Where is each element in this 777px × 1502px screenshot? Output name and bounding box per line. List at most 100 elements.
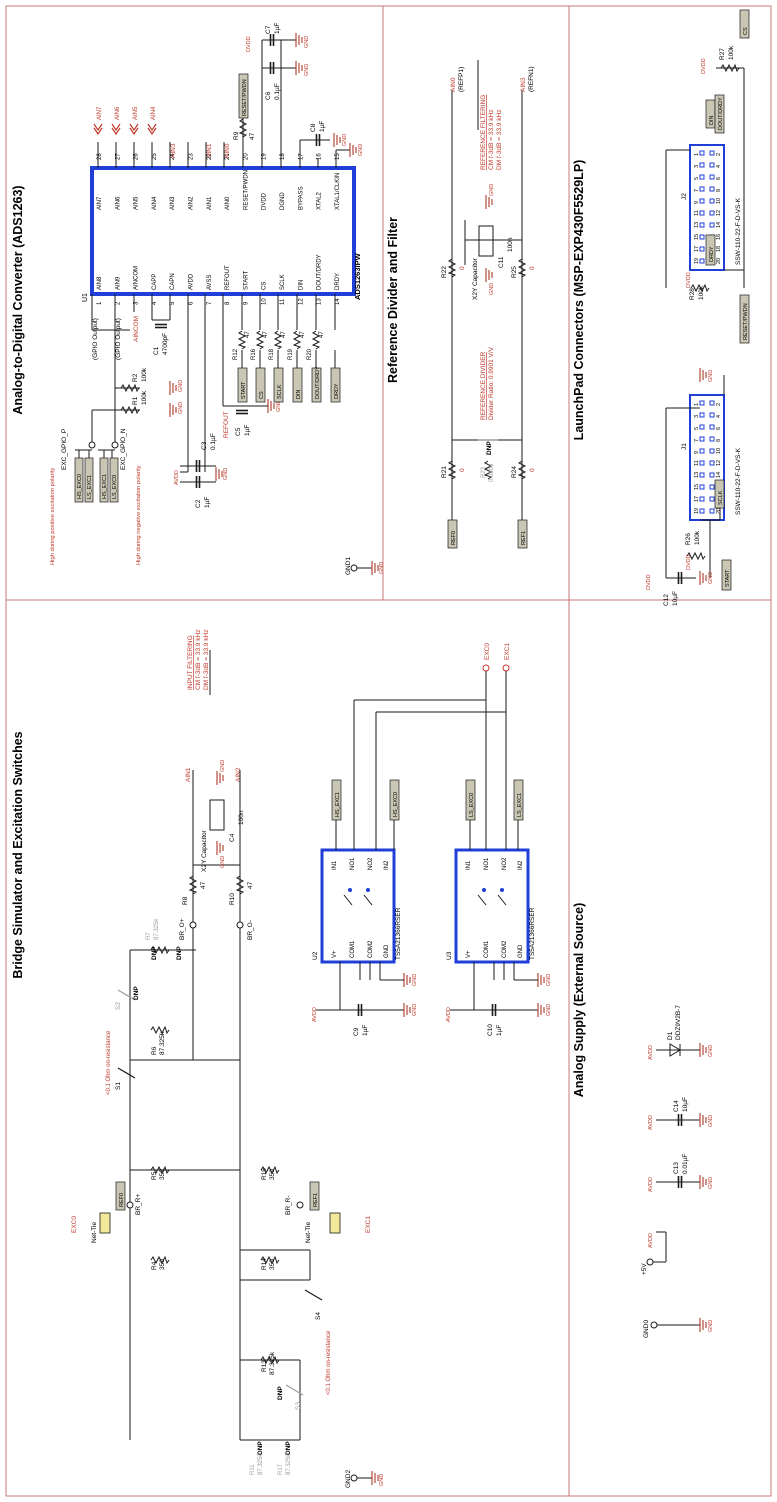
j1-pins-pin-1: 1 bbox=[694, 403, 700, 406]
r5-ref: R5 bbox=[151, 1171, 158, 1180]
svg-text:LS_EXC1: LS_EXC1 bbox=[87, 475, 93, 499]
c2-ref: C2 bbox=[195, 499, 202, 508]
pin-num-27: 27 bbox=[115, 153, 121, 160]
r7-ref: R7 bbox=[146, 932, 152, 940]
r11-ref: R11 bbox=[250, 1464, 256, 1475]
svg-text:TS5A21366RSER: TS5A21366RSER bbox=[395, 907, 402, 960]
pin-num-13: 13 bbox=[317, 298, 323, 305]
pin-num-14: 14 bbox=[335, 298, 341, 305]
svg-text:DIN: DIN bbox=[296, 390, 302, 400]
pin-name-27: AIN6 bbox=[115, 196, 121, 210]
s4-onres: <0.1 Ohm on-resistance bbox=[326, 1330, 332, 1395]
res-val-R18: 47 bbox=[281, 331, 287, 338]
net-ain1: AIN1 bbox=[206, 143, 213, 158]
r22-ref: R22 bbox=[441, 266, 448, 278]
svg-text:CS: CS bbox=[259, 391, 265, 399]
c8-ref: C8 bbox=[310, 123, 317, 132]
u2-pins-pin-IN1: IN1 bbox=[332, 860, 338, 870]
c11-gnd-bottom: GND bbox=[489, 283, 495, 295]
pin-name-7: AVSS bbox=[207, 274, 213, 290]
c1-ref: C1 bbox=[153, 346, 160, 355]
s1-label: S1 bbox=[115, 1082, 122, 1090]
pin-num-24: 24 bbox=[170, 153, 176, 160]
j1-pins-pin-9: 9 bbox=[694, 451, 700, 454]
dvdd-r26: DVDD bbox=[686, 554, 692, 570]
gnd-c6: GND bbox=[304, 64, 310, 76]
gnd-label-r2: GND bbox=[178, 380, 184, 392]
r25-val: 0 bbox=[529, 266, 536, 270]
r6-val: 87.325k bbox=[159, 1031, 166, 1055]
r28-val: 100k bbox=[698, 285, 705, 300]
j2-pins-pin-16: 16 bbox=[716, 234, 722, 240]
u3-pins-pin-NO2: NO2 bbox=[502, 857, 508, 870]
pin-name-9: START bbox=[243, 271, 249, 290]
c10-ref: C10 bbox=[487, 1024, 494, 1036]
net-ain3: AIN3 bbox=[170, 143, 177, 158]
gnd-j1: GND bbox=[708, 370, 714, 382]
adc-chip[interactable] bbox=[90, 166, 356, 296]
pin-name-1: AIN8 bbox=[97, 276, 103, 290]
j2-pins-pin-13: 13 bbox=[694, 222, 700, 228]
j2-pins-pin-12: 12 bbox=[716, 210, 722, 216]
c14-val: 10µF bbox=[682, 1097, 689, 1112]
j2-pins-pin-20: 20 bbox=[716, 258, 722, 264]
d1-val: DDZ9V2B-7 bbox=[675, 1005, 682, 1040]
pin-num-10: 10 bbox=[262, 298, 268, 305]
br-r-plus: BR_R+ bbox=[135, 1194, 142, 1215]
exc1-switch: EXC1 bbox=[504, 643, 511, 660]
pin-num-23: 23 bbox=[189, 153, 195, 160]
gnd-c5: GND bbox=[276, 400, 282, 412]
r2-val: 100k bbox=[141, 367, 148, 382]
bridge-ain2: AIN2 bbox=[235, 767, 242, 782]
flag-ref0: REF0 bbox=[447, 519, 458, 549]
c5-ref: C5 bbox=[235, 427, 242, 436]
aincom-label: AINCOM bbox=[133, 316, 140, 342]
flag-digital-1: CS bbox=[255, 367, 266, 403]
gnd-xtal: GND bbox=[358, 144, 364, 156]
lp-flag-dout: DOUT/DRDY bbox=[714, 94, 725, 134]
gnd1-gnd: GND bbox=[379, 562, 385, 574]
u3-pins-pin-IN1: IN1 bbox=[466, 860, 472, 870]
u3-pins-pin-GND: GND bbox=[518, 944, 524, 958]
j1-pins-pin-12: 12 bbox=[716, 460, 722, 466]
r14-ref: R14 bbox=[261, 1258, 268, 1270]
c9-ref: C9 bbox=[353, 1027, 360, 1036]
gpio-label-1: (GPIO Output) bbox=[92, 318, 99, 360]
flag-ls-exc0: LS_EXC0 bbox=[109, 457, 119, 503]
input-filter-dm: DM f-3dB = 33.9 kHz bbox=[203, 629, 210, 690]
sheet-frame bbox=[5, 5, 772, 1497]
flag-hs-exc0-sw: HS_EXC0 bbox=[389, 779, 400, 821]
pin-num-11: 11 bbox=[280, 298, 286, 305]
svg-text:HS_EXC1: HS_EXC1 bbox=[102, 474, 108, 499]
u2-pins-pin-NO2: NO2 bbox=[368, 857, 374, 870]
gnd2-gnd: GND bbox=[379, 1474, 385, 1486]
r8-val: 47 bbox=[200, 881, 207, 889]
j1-pins-pin-14: 14 bbox=[716, 472, 722, 478]
pin-num-2: 2 bbox=[115, 301, 121, 305]
pin-num-28: 28 bbox=[97, 153, 103, 160]
svg-text:HS_EXC1: HS_EXC1 bbox=[335, 792, 341, 817]
flag-ls-exc0-sw: LS_EXC0 bbox=[465, 779, 476, 821]
avdd-plus5v: AVDD bbox=[648, 1233, 654, 1248]
pin-num-25: 25 bbox=[152, 153, 158, 160]
c7-val: 1µF bbox=[274, 23, 281, 34]
pin-name-8: REFOUT bbox=[225, 265, 231, 290]
input-filter-title: INPUT FILTERING bbox=[187, 635, 194, 690]
s4-label: S4 bbox=[315, 1312, 322, 1320]
svg-text:TS5A21366RSER: TS5A21366RSER bbox=[529, 907, 536, 960]
flag-digital-2: SCLK bbox=[273, 367, 284, 403]
j2-pins-pin-7: 7 bbox=[694, 189, 700, 192]
bridge-ain1: AIN1 bbox=[185, 767, 192, 782]
r14-val: 350 bbox=[269, 1259, 276, 1270]
j1-pins-pin-8: 8 bbox=[716, 439, 722, 442]
c3-val: 0.1µF bbox=[210, 433, 217, 450]
gnd-c14: GND bbox=[708, 1115, 714, 1127]
adc-left-pins: 1AIN82AIN93AINCOM4CAPP5CAPN6AVDD7AVSS8RE… bbox=[97, 254, 341, 305]
